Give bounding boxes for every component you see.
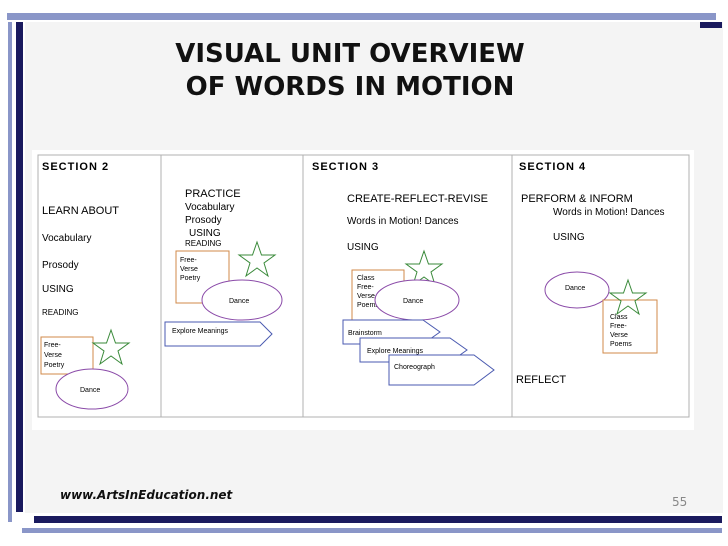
section-4-reflect: REFLECT — [516, 374, 566, 386]
footer-url: www.ArtsInEducation.net — [60, 488, 233, 502]
practice-box-line-1: Free- — [180, 257, 197, 264]
section-4-star-icon — [608, 278, 648, 316]
bottom-outer-decorative-bar — [22, 528, 722, 533]
section-4-heading: PERFORM & INFORM — [521, 193, 633, 205]
practice-dance-label: Dance — [229, 298, 249, 305]
section-2-header: SECTION 2 — [42, 161, 109, 173]
left-outer-decorative-bar — [8, 22, 12, 522]
practice-heading: PRACTICE — [185, 188, 241, 200]
section-3-explore-meanings-label: Explore Meanings — [367, 348, 424, 355]
practice-star-icon — [237, 240, 277, 278]
section-2-poetry-box — [40, 336, 94, 375]
section-4-box-line-4: Poems — [610, 341, 632, 348]
section-4-box-line-2: Free- — [610, 323, 627, 330]
practice-prosody: Prosody — [185, 215, 222, 226]
section-2-using: USING — [42, 284, 74, 295]
section-3-brainstorm-label: Brainstorm — [348, 330, 382, 337]
section-3-using: USING — [347, 242, 379, 253]
section-2-box-line-2: Verse — [44, 352, 62, 359]
section-2-reading: READING — [42, 308, 78, 317]
title-line-1: VISUAL UNIT OVERVIEW — [175, 39, 525, 69]
practice-box-line-2: Verse — [180, 266, 198, 273]
section-4-dance-label: Dance — [565, 285, 585, 292]
practice-using: USING — [189, 228, 221, 239]
section-4-box-line-1: Class — [610, 314, 628, 321]
section-2-vocabulary: Vocabulary — [42, 233, 91, 244]
practice-vocabulary: Vocabulary — [185, 202, 234, 213]
practice-box-line-3: Poetry — [180, 275, 201, 282]
diagram-panel: SECTION 2 LEARN ABOUT Vocabulary Prosody… — [32, 150, 694, 430]
unit-overview-diagram: SECTION 2 LEARN ABOUT Vocabulary Prosody… — [37, 154, 690, 418]
section-3-subheading: Words in Motion! Dances — [347, 216, 459, 227]
section-3-heading: CREATE-REFLECT-REVISE — [347, 193, 488, 205]
section-3-choreograph-arrow — [388, 354, 495, 386]
practice-dance-ellipse — [201, 279, 283, 321]
slide-title: VISUAL UNIT OVERVIEW OF WORDS IN MOTION — [120, 38, 580, 104]
section-3-box-line-4: Poems — [357, 302, 379, 309]
practice-explore-meanings-arrow — [164, 321, 273, 347]
page-number: 55 — [672, 495, 688, 509]
section-3-box-line-3: Verse — [357, 293, 375, 300]
top-decorative-bar — [7, 13, 716, 20]
section-3-box-line-2: Free- — [357, 284, 374, 291]
section-2-dance-ellipse — [55, 368, 129, 410]
section-3-dance-label: Dance — [403, 298, 423, 305]
section-2-box-line-3: Poetry — [44, 362, 65, 369]
section-3-box-line-1: Class — [357, 275, 375, 282]
section-4-box-line-3: Verse — [610, 332, 628, 339]
section-2-learn-about: LEARN ABOUT — [42, 205, 119, 217]
left-decorative-bar — [16, 22, 23, 512]
section-2-prosody: Prosody — [42, 260, 79, 271]
practice-explore-meanings-label: Explore Meanings — [172, 328, 229, 335]
section-3-choreograph-label: Choreograph — [394, 364, 435, 371]
section-3-star-icon — [404, 249, 444, 287]
bottom-decorative-bar — [34, 516, 722, 523]
title-line-2: OF WORDS IN MOTION — [185, 72, 515, 102]
section-4-dance-ellipse — [544, 271, 610, 309]
section-4-using: USING — [553, 232, 585, 243]
section-4-poems-box — [602, 299, 658, 354]
section-2-dance-label: Dance — [80, 387, 100, 394]
section-4-header: SECTION 4 — [519, 161, 586, 173]
top-right-accent-bar — [700, 22, 722, 28]
section-2-star-icon — [91, 328, 131, 366]
section-2-box-line-1: Free- — [44, 342, 61, 349]
practice-reading: READING — [185, 239, 221, 248]
section-4-subheading: Words in Motion! Dances — [553, 207, 665, 218]
section-3-header: SECTION 3 — [312, 161, 379, 173]
